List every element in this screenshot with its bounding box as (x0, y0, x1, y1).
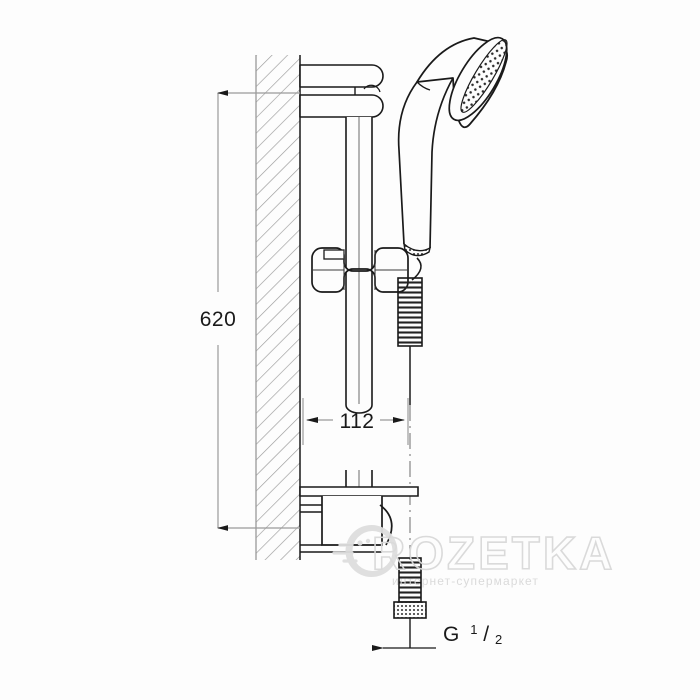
shower-rail (345, 117, 373, 506)
thread-numerator: 1 (470, 622, 477, 637)
thread-letter: G (443, 623, 459, 646)
dimension-112-label: 112 (340, 410, 375, 433)
dimension-620-label: 620 (200, 308, 237, 331)
thread-size-label: G 1 / 2 (443, 616, 502, 647)
thread-annotation: G 1 / 2 (372, 616, 502, 651)
wall-section (255, 55, 301, 560)
top-bracket (299, 64, 384, 118)
thread-denominator: 2 (495, 632, 502, 647)
thread-slash: / (483, 623, 489, 646)
watermark: ROZETKA интернет-супермаркет (332, 524, 615, 588)
hand-shower (397, 36, 509, 257)
dimension-112: 112 (302, 398, 409, 445)
dimension-620: 620 (200, 90, 300, 531)
watermark-brand: ROZETKA (372, 527, 615, 579)
watermark-tagline: интернет-супермаркет (392, 574, 539, 588)
shower-hose (393, 257, 427, 648)
